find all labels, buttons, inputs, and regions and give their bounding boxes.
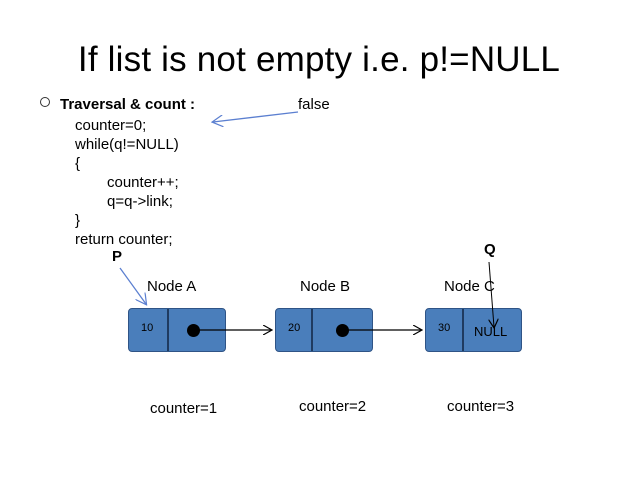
code-line-4: counter++; [107, 174, 179, 191]
node-b-label: Node B [300, 278, 351, 295]
code-line-2: while(q!=NULL) [75, 136, 179, 153]
code-line-1: counter=0; [75, 117, 147, 134]
false-annotation: false [298, 96, 330, 113]
bullet-circle-icon [40, 97, 50, 107]
code-line-7: return counter; [75, 231, 173, 248]
node-a-divider [167, 309, 169, 351]
counter-a: counter=1 [150, 400, 218, 417]
node-c-value: 30 [438, 322, 451, 334]
false-pointer-arrow [213, 111, 299, 122]
node-b-divider [311, 309, 313, 351]
q-pointer-arrow [489, 261, 494, 327]
node-c-box: 30 NULL [425, 308, 522, 352]
code-line-3: { [75, 155, 81, 172]
node-a-label: Node A [147, 278, 197, 295]
code-heading: Traversal & count : [60, 96, 196, 113]
counter-c: counter=3 [447, 398, 515, 415]
node-b-value: 20 [288, 322, 301, 334]
node-c-label: Node C [444, 278, 495, 295]
pointer-p-label: P [112, 248, 123, 265]
code-line-5: q=q->link; [107, 193, 173, 210]
slide-title: If list is not empty i.e. p!=NULL [77, 40, 561, 79]
code-line-6: } [75, 212, 81, 229]
node-c-divider [462, 309, 464, 351]
pointer-q-label: Q [484, 241, 496, 258]
counter-b: counter=2 [299, 398, 367, 415]
p-pointer-arrow [119, 267, 146, 304]
node-a-value: 10 [141, 322, 154, 334]
node-c-null: NULL [474, 324, 508, 339]
